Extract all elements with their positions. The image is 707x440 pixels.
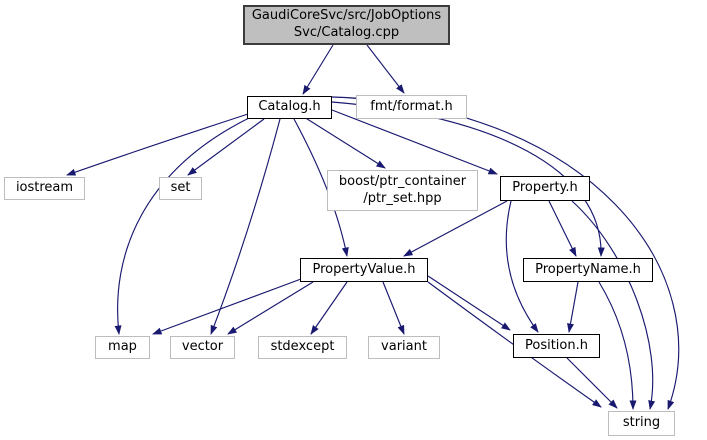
edge-propertyvalue-h-to-stdexcept — [310, 281, 348, 335]
node-catalog-h[interactable]: Catalog.h — [247, 96, 332, 119]
node-string: string — [608, 411, 675, 436]
node-label: PropertyValue.h — [312, 261, 416, 277]
edge-catalog-h-to-iostream — [66, 113, 249, 176]
node-label: Position.h — [525, 337, 588, 353]
edge-catalog-h-to-string — [331, 96, 680, 410]
edge-propertyname-h-to-string — [598, 281, 637, 410]
node-label: vector — [181, 339, 224, 355]
edge-catalog-cpp-to-catalog-h — [302, 44, 334, 95]
node-label: Svc/Catalog.cpp — [293, 25, 400, 40]
edge-position-h-to-string — [566, 357, 618, 409]
edge-catalog-h-to-boost-ptr-container-ptr-set-hpp — [303, 116, 386, 169]
node-position-h[interactable]: Position.h — [513, 334, 600, 358]
node-stdexcept: stdexcept — [258, 336, 347, 359]
node-label: stdexcept — [270, 339, 335, 355]
node-label: set — [170, 180, 191, 196]
node-label: fmt/format.h — [370, 98, 453, 114]
edge-catalog-h-to-map — [114, 116, 252, 335]
node-label: PropertyName.h — [535, 261, 641, 277]
edge-propertyvalue-h-to-position-h — [427, 275, 511, 331]
node-propertyvalue-h[interactable]: PropertyValue.h — [300, 258, 428, 282]
node-label: variant — [381, 339, 427, 355]
edge-property-h-to-propertyname-h — [548, 200, 577, 257]
node-set: set — [159, 177, 202, 200]
node-property-h[interactable]: Property.h — [500, 176, 590, 201]
edge-catalog-h-to-set — [187, 118, 265, 176]
edge-catalog-cpp-to-fmt-format-h — [366, 44, 405, 94]
node-label: map — [108, 339, 137, 355]
edge-property-h-to-string — [571, 200, 656, 410]
node-propertyname-h[interactable]: PropertyName.h — [523, 258, 653, 282]
node-boost-ptr-container-ptr-set-hpp: boost/ptr_container/ptr_set.hpp — [327, 170, 478, 211]
edge-catalog-h-to-vector — [210, 118, 281, 335]
edge-property-h-to-position-h — [505, 200, 539, 333]
edge-propertyvalue-h-to-variant — [382, 281, 405, 335]
node-label: GaudiCoreSvc/src/JobOptions — [251, 8, 442, 24]
node-fmt-format-h: fmt/format.h — [356, 95, 467, 119]
node-label: boost/ptr_container — [338, 173, 467, 189]
edge-property-h-to-propertyvalue-h — [403, 200, 508, 257]
edge-catalog-h-to-property-h — [331, 109, 498, 175]
node-label: iostream — [15, 180, 74, 196]
node-label: /ptr_set.hpp — [363, 190, 442, 206]
node-variant: variant — [368, 336, 440, 359]
edge-propertyname-h-to-position-h — [567, 281, 579, 333]
node-map: map — [95, 336, 150, 359]
node-iostream: iostream — [4, 177, 85, 200]
edge-propertyvalue-h-to-map — [152, 278, 302, 335]
node-label: Catalog.h — [258, 99, 321, 115]
node-label: Property.h — [512, 180, 578, 196]
node-vector: vector — [170, 336, 235, 359]
edge-propertyvalue-h-to-vector — [227, 281, 314, 335]
node-label: string — [622, 415, 661, 431]
